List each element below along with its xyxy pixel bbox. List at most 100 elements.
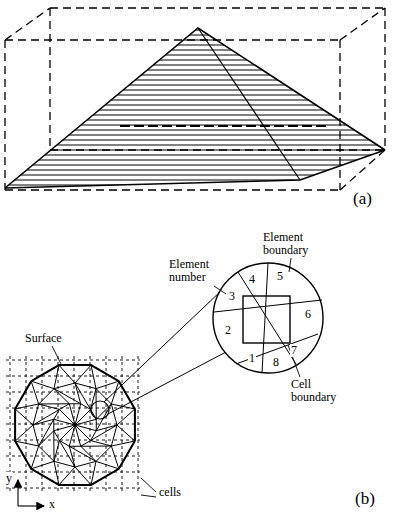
hatch-line	[0, 185, 397, 186]
cell-line	[6, 472, 140, 473]
mesh-edge	[96, 389, 97, 420]
annotation-label: 7	[290, 344, 298, 357]
mesh-edge	[33, 419, 54, 425]
leader-line	[289, 258, 291, 272]
hatch-line	[0, 70, 397, 71]
mesh-edge	[96, 446, 111, 461]
annotation-label: Surface	[24, 332, 63, 345]
cell-line	[6, 376, 140, 377]
hatch-line	[0, 140, 397, 141]
mesh-edge	[81, 446, 112, 447]
annotation-label: Element boundary	[262, 231, 326, 257]
mesh-edge	[69, 446, 75, 467]
cell-line	[106, 356, 107, 492]
mesh-edge	[75, 461, 96, 467]
hatch-line	[0, 170, 397, 171]
mesh-edge	[69, 403, 80, 404]
mesh-edge	[31, 381, 54, 388]
annotation-label: Element number	[168, 258, 220, 284]
hatch-line	[0, 100, 397, 101]
mesh-edge	[75, 467, 91, 485]
mesh-edge	[54, 383, 75, 389]
mesh-edge	[96, 381, 119, 388]
hatch-line	[0, 95, 397, 96]
hatch-line	[0, 45, 397, 46]
mesh-edge	[54, 431, 60, 441]
zoom-spot	[91, 401, 109, 419]
hidden-edge	[120, 125, 330, 127]
mesh-edge	[91, 441, 112, 446]
mesh-edge	[39, 404, 60, 409]
zoom-circle	[213, 263, 323, 373]
mesh-edge	[15, 409, 33, 425]
mesh-edge	[75, 383, 91, 409]
mesh-edge	[111, 446, 118, 469]
element-edge	[238, 272, 296, 364]
mesh-edge	[75, 365, 91, 383]
mesh-edge	[33, 409, 59, 425]
hatch-line	[0, 145, 397, 146]
mesh-edge	[31, 381, 38, 404]
hatch-line	[0, 55, 397, 56]
mesh-edge	[81, 441, 91, 447]
annotation-label: 8	[272, 356, 280, 369]
hatch-line	[0, 180, 397, 181]
hatch-line	[0, 110, 397, 111]
hatch-line	[0, 150, 397, 151]
hatch-line	[0, 65, 397, 66]
axis-y	[17, 480, 18, 506]
annotation-label: y	[5, 472, 13, 485]
mesh-edge	[53, 419, 54, 430]
mesh-edge	[59, 467, 75, 485]
annotation-label: 2	[224, 324, 232, 337]
cell-line	[58, 356, 59, 492]
mesh-edge	[96, 419, 97, 430]
leader-line	[214, 286, 226, 294]
mesh-edge	[59, 365, 75, 383]
mesh-edge	[39, 389, 54, 404]
pyramid-edge	[198, 28, 300, 180]
mesh-edge	[59, 441, 75, 467]
mesh-edge	[111, 404, 117, 425]
mesh-edge	[69, 446, 80, 447]
mesh-edge	[111, 381, 118, 404]
cell-line	[6, 456, 140, 457]
hatch-line	[0, 135, 397, 136]
hatch-line	[0, 40, 397, 41]
pyramid-edge	[5, 150, 385, 188]
annotation-label: cells	[158, 486, 182, 499]
hatch-line	[0, 35, 397, 36]
zoom-detail	[214, 263, 322, 373]
mesh-edge	[75, 425, 81, 446]
hatch-line	[0, 75, 397, 76]
annotation-label: 5	[276, 270, 284, 283]
hatch-line	[0, 60, 397, 61]
surface-outline	[15, 365, 135, 485]
annotation-label: Cell boundary	[290, 378, 348, 404]
mesh-edge	[15, 425, 33, 441]
mesh-figure	[6, 258, 323, 506]
hatch-line	[0, 85, 397, 86]
hatch-line	[0, 90, 397, 91]
mesh-edge	[53, 431, 54, 462]
leader-line	[141, 495, 156, 497]
leader-line	[141, 478, 156, 492]
mesh-edge	[39, 403, 70, 404]
cell-grid	[6, 356, 140, 492]
part-label: (b)	[354, 490, 376, 509]
mesh-edge	[96, 461, 119, 468]
mesh-edge	[39, 446, 54, 461]
part-label: (a)	[352, 190, 373, 209]
mesh-edge	[75, 419, 96, 425]
mesh-edge	[59, 404, 69, 410]
mesh-edge	[31, 446, 38, 469]
pyramid-edge	[5, 28, 385, 188]
zoom-line	[108, 352, 226, 414]
annotation-label: x	[48, 498, 56, 511]
hatch-line	[0, 165, 397, 166]
mesh-edge	[54, 425, 75, 431]
mesh-edge	[33, 425, 39, 446]
hatch-line	[0, 80, 397, 81]
hatch-line	[0, 105, 397, 106]
